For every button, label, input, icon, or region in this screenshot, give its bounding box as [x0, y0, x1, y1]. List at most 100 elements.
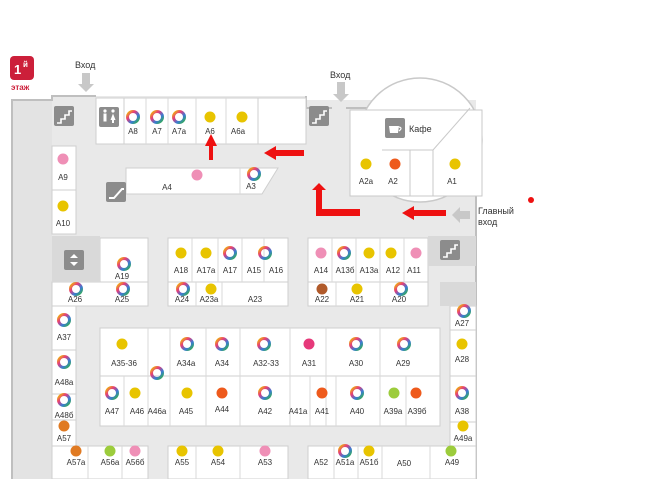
shop-label: A49 [445, 458, 460, 467]
shop-a42[interactable]: A42 [258, 386, 273, 417]
category-dot [410, 387, 422, 399]
shop-a9[interactable]: A9 [57, 153, 69, 183]
shop-a2a[interactable]: A2a [359, 158, 374, 187]
shop-a41[interactable]: A41 [315, 387, 330, 417]
shop-a49[interactable]: A49 [445, 445, 460, 468]
shop-label: A27 [455, 319, 470, 328]
shop-a34a[interactable]: A34a [177, 337, 196, 369]
shop-a47[interactable]: A47 [105, 386, 120, 417]
shop-a23[interactable]: A23 [248, 295, 263, 304]
shop-a1[interactable]: A1 [447, 158, 461, 187]
shop-a2[interactable]: A2 [388, 158, 401, 187]
shop-a28[interactable]: A28 [455, 338, 470, 365]
shop-a49a[interactable]: A49a [454, 420, 473, 444]
shop-a8[interactable]: A8 [126, 110, 140, 137]
shop-a10[interactable]: A10 [56, 200, 71, 229]
shop-a12[interactable]: A12 [385, 247, 401, 276]
category-wheel-icon [69, 282, 83, 296]
shop-a21[interactable]: A21 [350, 283, 365, 305]
shop-label: A55 [175, 458, 190, 467]
category-dot [104, 445, 116, 457]
shop-a25[interactable]: A25 [115, 282, 130, 305]
shop-label: A3 [246, 182, 256, 191]
shop-a35-36[interactable]: A35-36 [111, 338, 137, 369]
shop-a24[interactable]: A24 [175, 282, 190, 305]
shop-a50[interactable]: A50 [397, 459, 412, 468]
floor-suffix: й [23, 60, 28, 69]
shop-a57a[interactable]: A57a [67, 445, 86, 468]
shop-a6a[interactable]: A6a [231, 111, 248, 137]
shop-a27[interactable]: A27 [455, 304, 471, 329]
shop-a15[interactable]: A15 [247, 246, 272, 276]
shop-a17a[interactable]: A17a [197, 247, 216, 276]
shop-a26[interactable]: A26 [68, 282, 83, 305]
category-wheel-icon [57, 313, 71, 327]
shop-a40[interactable]: A40 [350, 386, 365, 417]
shop-label: A38 [455, 407, 470, 416]
category-dot [316, 387, 328, 399]
shop-a37[interactable]: A37 [57, 313, 72, 343]
shop-a14[interactable]: A14 [314, 247, 329, 276]
shop-a30[interactable]: A30 [349, 337, 364, 369]
entrance-arrow-icon [452, 207, 470, 223]
category-dot [200, 247, 212, 259]
shop-label: A6a [231, 127, 246, 136]
elevator-icon [64, 250, 84, 270]
shop-a19[interactable]: A19 [115, 257, 131, 282]
shop-a7[interactable]: A7 [150, 110, 164, 137]
shop-a22[interactable]: A22 [315, 283, 330, 305]
shop-a13б[interactable]: A13б [336, 246, 355, 276]
shop-a45[interactable]: A45 [179, 387, 194, 417]
shop-a6[interactable]: A6 [204, 111, 216, 137]
shop-a17[interactable]: A17 [223, 246, 238, 276]
shop-a23a[interactable]: A23a [200, 283, 219, 305]
shop-a18[interactable]: A18 [174, 247, 189, 276]
shop-a39б[interactable]: A39б [408, 387, 427, 417]
category-dot [70, 445, 82, 457]
category-dot [58, 420, 70, 432]
shop-a32-33[interactable]: A32-33 [253, 337, 279, 369]
shop-a55[interactable]: A55 [175, 445, 190, 468]
shop-label: A23 [248, 295, 263, 304]
shop-a46[interactable]: A46 [129, 387, 145, 417]
shop-a29[interactable]: A29 [396, 337, 411, 369]
shop-label: A20 [392, 295, 407, 304]
shop-a54[interactable]: A54 [211, 445, 226, 468]
shop-a52[interactable]: A52 [314, 458, 329, 467]
shop-a20[interactable]: A20 [392, 282, 408, 305]
shop-a38[interactable]: A38 [455, 386, 470, 417]
shop-a11[interactable]: A11 [407, 247, 422, 276]
shop-a3[interactable]: A3 [246, 167, 261, 192]
shop-label: A9 [58, 173, 68, 182]
category-dot [360, 158, 372, 170]
shop-a13a[interactable]: A13a [360, 247, 379, 276]
shop-a34[interactable]: A34 [215, 337, 230, 369]
category-dot [176, 445, 188, 457]
category-dot [57, 200, 69, 212]
coffee-cup-icon [385, 118, 405, 138]
category-wheel-icon [215, 337, 229, 351]
shop-a56б[interactable]: A56б [126, 445, 145, 468]
shop-a41a[interactable]: A41a [289, 407, 308, 416]
shop-a51б[interactable]: A51б [360, 445, 379, 468]
shop-a57[interactable]: A57 [57, 420, 72, 444]
shop-a48б[interactable]: A48б [55, 393, 74, 421]
category-wheel-icon [117, 257, 131, 271]
shop-a44[interactable]: A44 [215, 387, 230, 415]
shop-a51a[interactable]: A51a [336, 444, 355, 468]
shop-label: A54 [211, 458, 226, 467]
shop-a7a[interactable]: A7a [172, 110, 187, 137]
shop-a4[interactable]: A4 [162, 169, 203, 193]
shop-label: A24 [175, 295, 190, 304]
shop-a46a[interactable]: A46a [148, 366, 167, 417]
shop-a16[interactable]: A16 [269, 266, 284, 275]
shop-a48a[interactable]: A48a [55, 355, 74, 388]
shop-a39a[interactable]: A39a [384, 387, 403, 417]
shop-a53[interactable]: A53 [258, 445, 273, 468]
shop-label: A49a [454, 434, 473, 443]
shop-a56a[interactable]: A56a [101, 445, 120, 468]
shop-label: A4 [162, 183, 172, 192]
shop-a31[interactable]: A31 [302, 338, 317, 369]
shop-label: A18 [174, 266, 189, 275]
